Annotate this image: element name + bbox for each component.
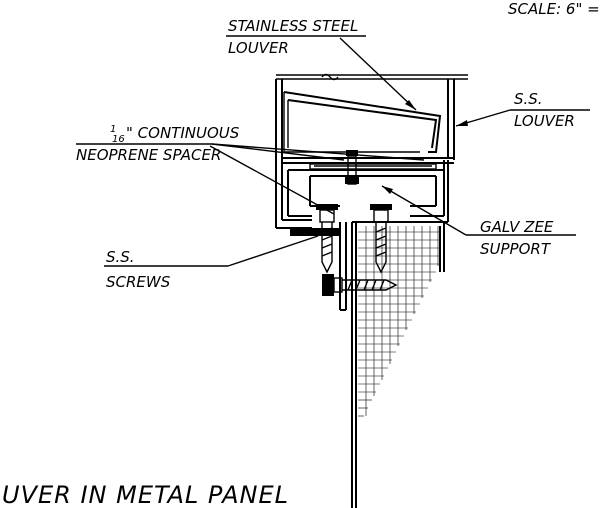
- label-ss: S.S.: [514, 90, 543, 108]
- label-stainless-steel-louver: LOUVER: [228, 39, 289, 57]
- galv-zee-support: [309, 175, 437, 207]
- label-galv-zee: GALV ZEE: [480, 218, 554, 236]
- angle-bracket: [290, 222, 347, 311]
- screw-left: [316, 204, 338, 274]
- leader-neoprene-spacer: [76, 143, 425, 215]
- neoprene-spacer: [309, 163, 437, 170]
- insulation-grid: [358, 226, 440, 417]
- leader-ss-louver: [455, 109, 590, 127]
- label-spacer-fraction-den: 16: [112, 134, 125, 145]
- label-support: SUPPORT: [480, 240, 552, 258]
- leader-galv-zee: [381, 185, 576, 236]
- leader-stainless-steel-louver: [226, 35, 417, 111]
- label-continuous: " CONTINUOUS: [126, 124, 240, 142]
- label-ss-screws-1: S.S.: [106, 248, 135, 266]
- louver-frame: [275, 79, 455, 229]
- top-break-line: [276, 73, 468, 81]
- metal-panel: [351, 221, 448, 508]
- screw-right: [370, 204, 392, 274]
- scale-text: SCALE: 6" = 1'-: [508, 0, 605, 18]
- label-ss-louver: LOUVER: [514, 112, 575, 130]
- top-bolt: [345, 150, 359, 185]
- label-stainless-steel: STAINLESS STEEL: [228, 17, 358, 35]
- leader-ss-screws: [104, 235, 319, 267]
- side-screw: [322, 274, 398, 296]
- label-screws: SCREWS: [106, 273, 171, 291]
- drawing-title: UVER IN METAL PANEL: [2, 481, 289, 508]
- label-spacer-fraction-num: 1: [110, 124, 116, 135]
- label-neoprene-spacer: NEOPRENE SPACER: [76, 146, 221, 164]
